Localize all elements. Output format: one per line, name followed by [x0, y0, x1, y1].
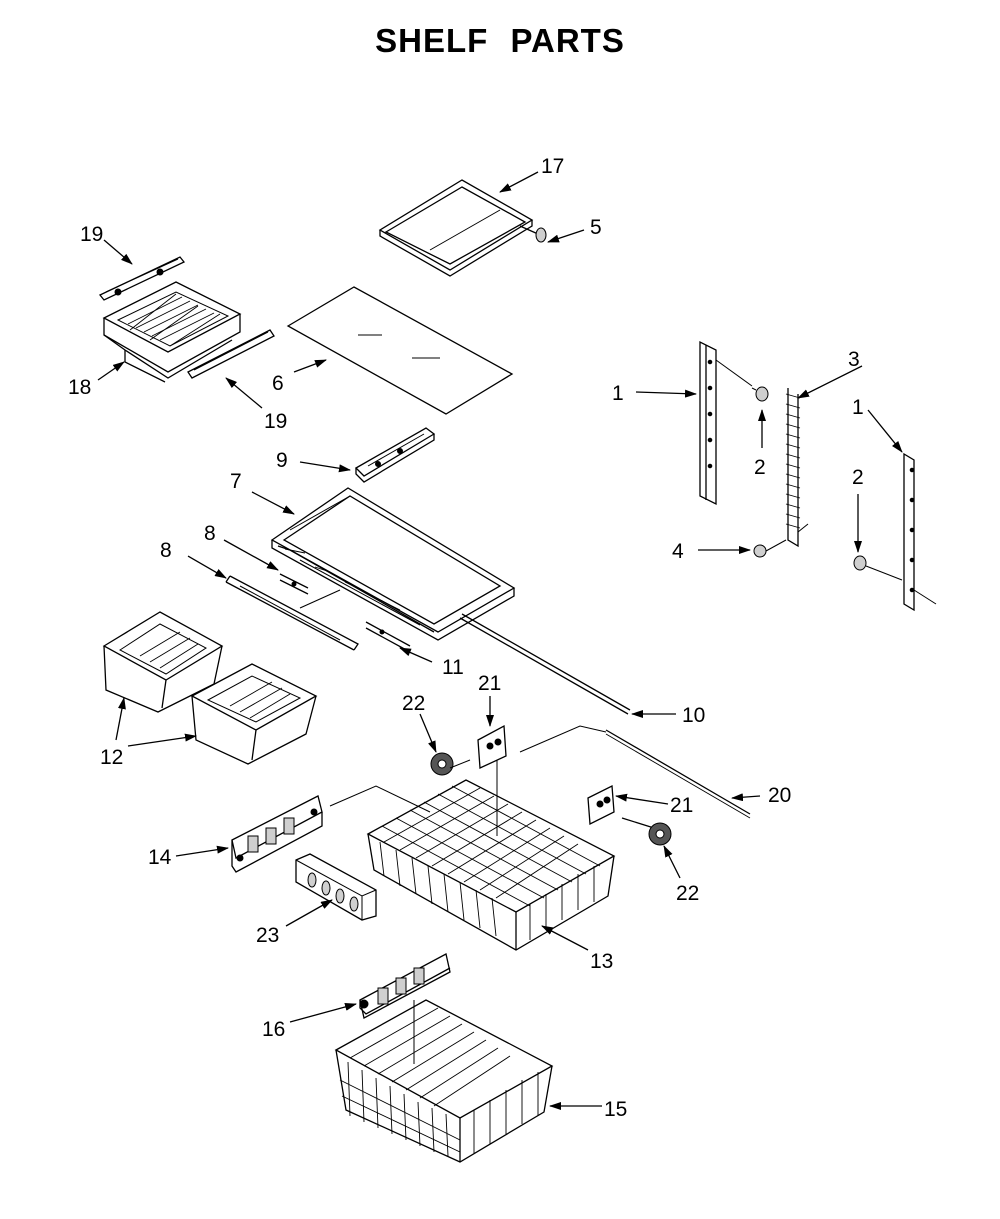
part-14-basket-end-cap [231, 795, 323, 873]
part-22-wheel-lower [621, 817, 672, 846]
callout-21-upper: 21 [478, 672, 501, 695]
callout-11: 8 [160, 539, 172, 562]
callout-22-lower: 22 [676, 882, 699, 905]
part-16-basket-end-cap-lower [359, 953, 451, 1064]
callout-4: 4 [672, 540, 684, 563]
part-4-bushing-lower [753, 539, 787, 558]
part-19-slide-rail-upper [98, 256, 186, 301]
part-1-ladder-left [699, 340, 753, 506]
part-5-screw [519, 225, 547, 243]
part-8-rail-upper [279, 573, 309, 595]
callout-16: 16 [262, 1018, 285, 1041]
callout-2-right: 2 [852, 466, 864, 489]
callout-18: 18 [68, 376, 91, 399]
callout-14: 14 [148, 846, 172, 869]
callout-8-upper: 8 [204, 522, 216, 545]
callout-19-upper: 19 [80, 223, 103, 246]
part-18-snack-pan [102, 281, 242, 383]
part-12-crisper-drawer-right [190, 663, 318, 765]
callout-2-upper: 2 [754, 456, 766, 479]
part-13-wire-basket [366, 779, 616, 951]
part-2-bushing-right [853, 555, 903, 581]
part-12-crisper-drawer-left [102, 611, 224, 713]
callout-17: 17 [541, 155, 564, 178]
basket-connector-line [329, 785, 431, 813]
part-17-shelf-frame [378, 179, 534, 277]
part-21-bracket-lower [587, 784, 615, 826]
leader-lines [97, 171, 903, 1110]
callout-10: 10 [682, 704, 705, 727]
callout-20: 20 [768, 784, 791, 807]
part-22-wheel-upper [430, 752, 471, 776]
part-2-bushing-upper [751, 386, 769, 402]
callout-7: 7 [230, 470, 242, 493]
callout-19-lower: 19 [264, 410, 287, 433]
callout-21-lower: 21 [670, 794, 693, 817]
part-15-deep-basket [334, 999, 554, 1163]
page-title: SHELF PARTS [375, 22, 625, 59]
callout-9: 9 [276, 449, 288, 472]
part-21-bracket-upper [477, 724, 507, 836]
callout-15: 15 [604, 1098, 627, 1121]
part-8-rail-lower [365, 621, 411, 653]
callout-labels: 17 5 19 18 19 6 3 1 1 2 2 4 9 7 8 8 11 1… [68, 155, 864, 1121]
shelf-connector-line [299, 589, 341, 609]
callout-22-upper: 22 [402, 692, 425, 715]
callout-1-left: 1 [612, 382, 624, 405]
part-1-ladder-right [903, 452, 937, 612]
part-9-shelf-trim [354, 427, 436, 483]
bracket-connector-line [519, 725, 607, 753]
callout-12: 12 [100, 746, 123, 769]
callout-3: 3 [848, 348, 860, 371]
part-6-glass-shelf [286, 286, 514, 415]
callout-23: 23 [256, 924, 279, 947]
part-10-rod [459, 613, 631, 715]
callout-6: 6 [272, 372, 284, 395]
part-7-shelf-frame [270, 487, 516, 641]
part-23-basket-divider [295, 853, 377, 921]
part-20-rod [605, 729, 751, 819]
part-11-slide-rail [225, 575, 359, 651]
callout-5: 5 [590, 216, 602, 239]
callout-8-lower: 11 [442, 656, 464, 679]
callout-1-right: 1 [852, 396, 864, 419]
callout-13: 13 [590, 950, 613, 973]
part-19-slide-rail-lower [187, 329, 275, 379]
part-3-ladder-middle [785, 388, 809, 548]
